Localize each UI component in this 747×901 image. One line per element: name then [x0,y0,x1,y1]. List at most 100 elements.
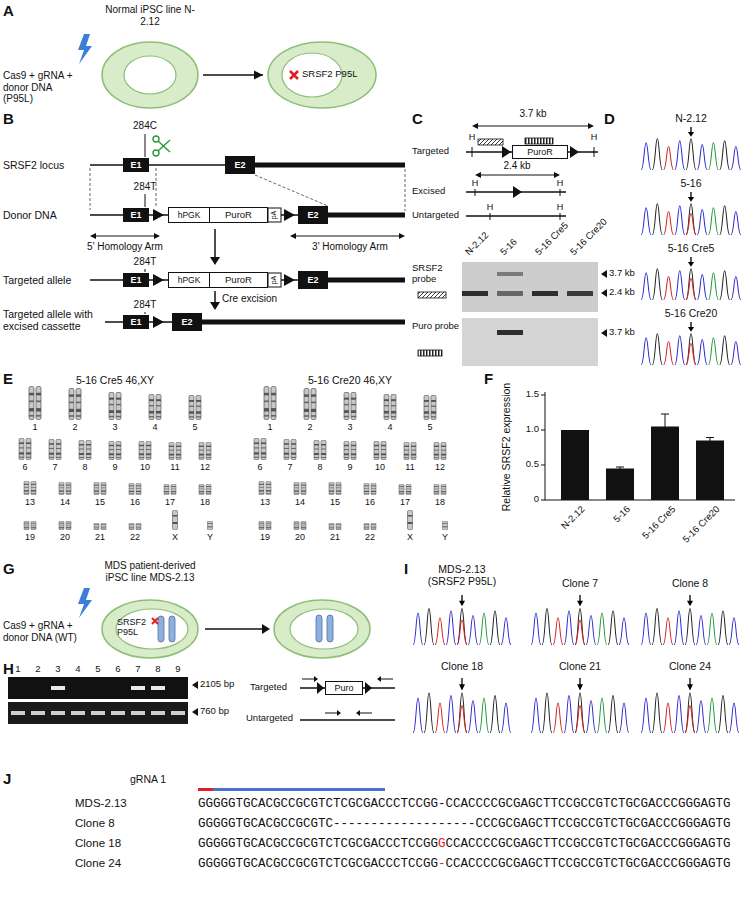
grna-bar [198,788,213,791]
pcr-gel [31,711,45,715]
gene-construct [202,320,405,325]
panel-letter: E [3,370,13,387]
guide-label: gRNA 1 [130,773,166,785]
gene-construct [145,194,146,207]
restriction-map [502,146,511,158]
tick-label: 1.5 [526,389,539,400]
primer-map [337,710,341,716]
nucleotide-label: 284T [134,299,157,311]
restriction-map [554,172,560,178]
gene-construct [153,209,164,221]
restriction-map [588,123,594,129]
lane-header: 5-16 Cre5 [533,220,571,258]
cell-label: SRSF2 P95L [302,68,357,79]
row-label: Targeted allele [3,274,71,286]
cassette-segment: PuroR [209,208,267,222]
cassette-box: hPGK PuroR [168,207,268,223]
dimension-arrow [210,257,220,265]
cassette-segment: hPGK [169,273,209,287]
bar-chart [541,392,735,500]
gene-construct [284,209,295,221]
karyotype [19,386,448,529]
treatment-note: Cas9 + gRNA + donor DNA (WT) [3,620,83,643]
trace-label: 5-16 Cre5 [668,242,715,254]
gene-construct [268,208,281,222]
chromosome-number: 1 [32,422,37,432]
lane-number: 1 [15,664,20,675]
scissors-symbol [158,141,170,152]
size-marker: 3.7 kb [609,268,635,279]
site-label: H [557,202,564,212]
pcr-gel [192,708,198,716]
category-label: 5-16 Cre5 [640,504,678,542]
size-marker: 2.4 kb [609,287,635,298]
pcr-gel [131,711,145,715]
exon-box: E2 [225,156,255,174]
exon-box: E2 [298,271,328,289]
southern-blot [497,272,523,276]
cell-outline [100,40,200,110]
cell-illustration [205,600,370,658]
sequence-trace [686,214,696,236]
restriction-map [475,189,476,196]
sequence-trace [413,595,511,645]
chromosome-number: Y [442,532,448,542]
cell: Normal iPSC line N-2.12 [100,4,200,110]
sequence-trace [641,127,741,170]
cassette-box-label: hPGK [178,210,201,220]
restriction-map [472,147,473,157]
primer-map [360,713,372,714]
southern-blot [418,262,607,366]
sequence-trace [641,678,739,733]
pcr-gel [8,677,188,699]
nucleotide-label: 284T [134,181,157,193]
chromosome-number: X [407,532,413,542]
southern-blot [497,291,523,296]
bar-chart [541,430,545,431]
cell-outline [100,598,200,660]
sequence-trace [575,706,585,734]
sequence: GGGGGTGCACGCCGCGTCTCGCGACCCTCCGG-CCACCCC… [198,857,731,871]
restriction-map [466,123,598,220]
exon-box-label: E2 [307,275,318,286]
restriction-map [490,213,491,220]
dimension-arrow [399,233,405,239]
chromosome-number: 14 [295,497,305,507]
cell-membrane [102,42,198,108]
bar-chart [545,392,546,500]
chromosome-number: 4 [387,422,392,432]
panel-letter: F [484,370,493,387]
pcr-gel [11,711,25,715]
chromosome-number: 21 [95,532,105,542]
sequence-trace [457,620,467,645]
chromosome-number: 22 [130,532,140,542]
chromosome-number: 7 [287,462,292,472]
cell-illustration [327,615,333,642]
bar-chart [606,469,634,501]
chromosome-number: 18 [435,497,445,507]
cell-label: Normal iPSC line N-2.12 [100,4,200,28]
pcr-gel [192,681,198,689]
southern-blot [418,350,442,356]
chromosome-number: 20 [295,532,305,542]
primer-map [314,676,318,682]
exon-box: E1 [123,273,149,287]
panel-letter: G [3,560,15,577]
axis-title: Relative SRSF2 expression [500,383,512,511]
nucleotide-label: 284T [134,256,157,268]
chromosome-number: 15 [95,497,105,507]
trace-label: Clone 8 [672,577,708,589]
resistance-box: PuroR [512,145,568,159]
lane-header: N-2.12 [463,230,491,258]
southern-blot [497,330,523,335]
exon-box: E1 [123,208,149,222]
bar-chart [541,395,545,396]
pcr-gel [8,702,188,724]
lightning-bolt [78,588,92,618]
lane-header: 5-16 [498,237,519,258]
cell-illustration [316,615,322,642]
scissors-symbol [158,140,170,151]
cassette-box-label: PuroR [225,274,252,285]
trace-label: Clone 7 [562,577,598,589]
trace-label: Clone 18 [441,660,483,672]
